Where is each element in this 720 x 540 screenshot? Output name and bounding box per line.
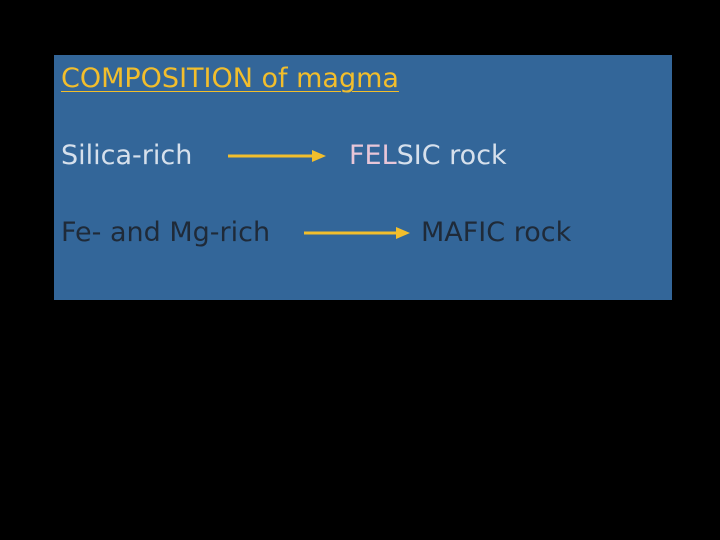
arrow-right-icon [228,150,326,162]
felsic-rock-label: FELSIC rock [349,142,507,169]
content-panel: COMPOSITION of magma Silica-rich FELSIC … [54,55,672,300]
fe-mg-rich-label: Fe- and Mg-rich [61,217,271,248]
silica-rich-label: Silica-rich [61,140,193,171]
felsic-highlight: FEL [349,140,397,171]
slide-title: COMPOSITION of magma [61,63,399,94]
felsic-rest: SIC rock [396,140,507,171]
mafic-rock-label: MAFIC rock [421,217,572,248]
arrow-right-icon [304,227,410,239]
